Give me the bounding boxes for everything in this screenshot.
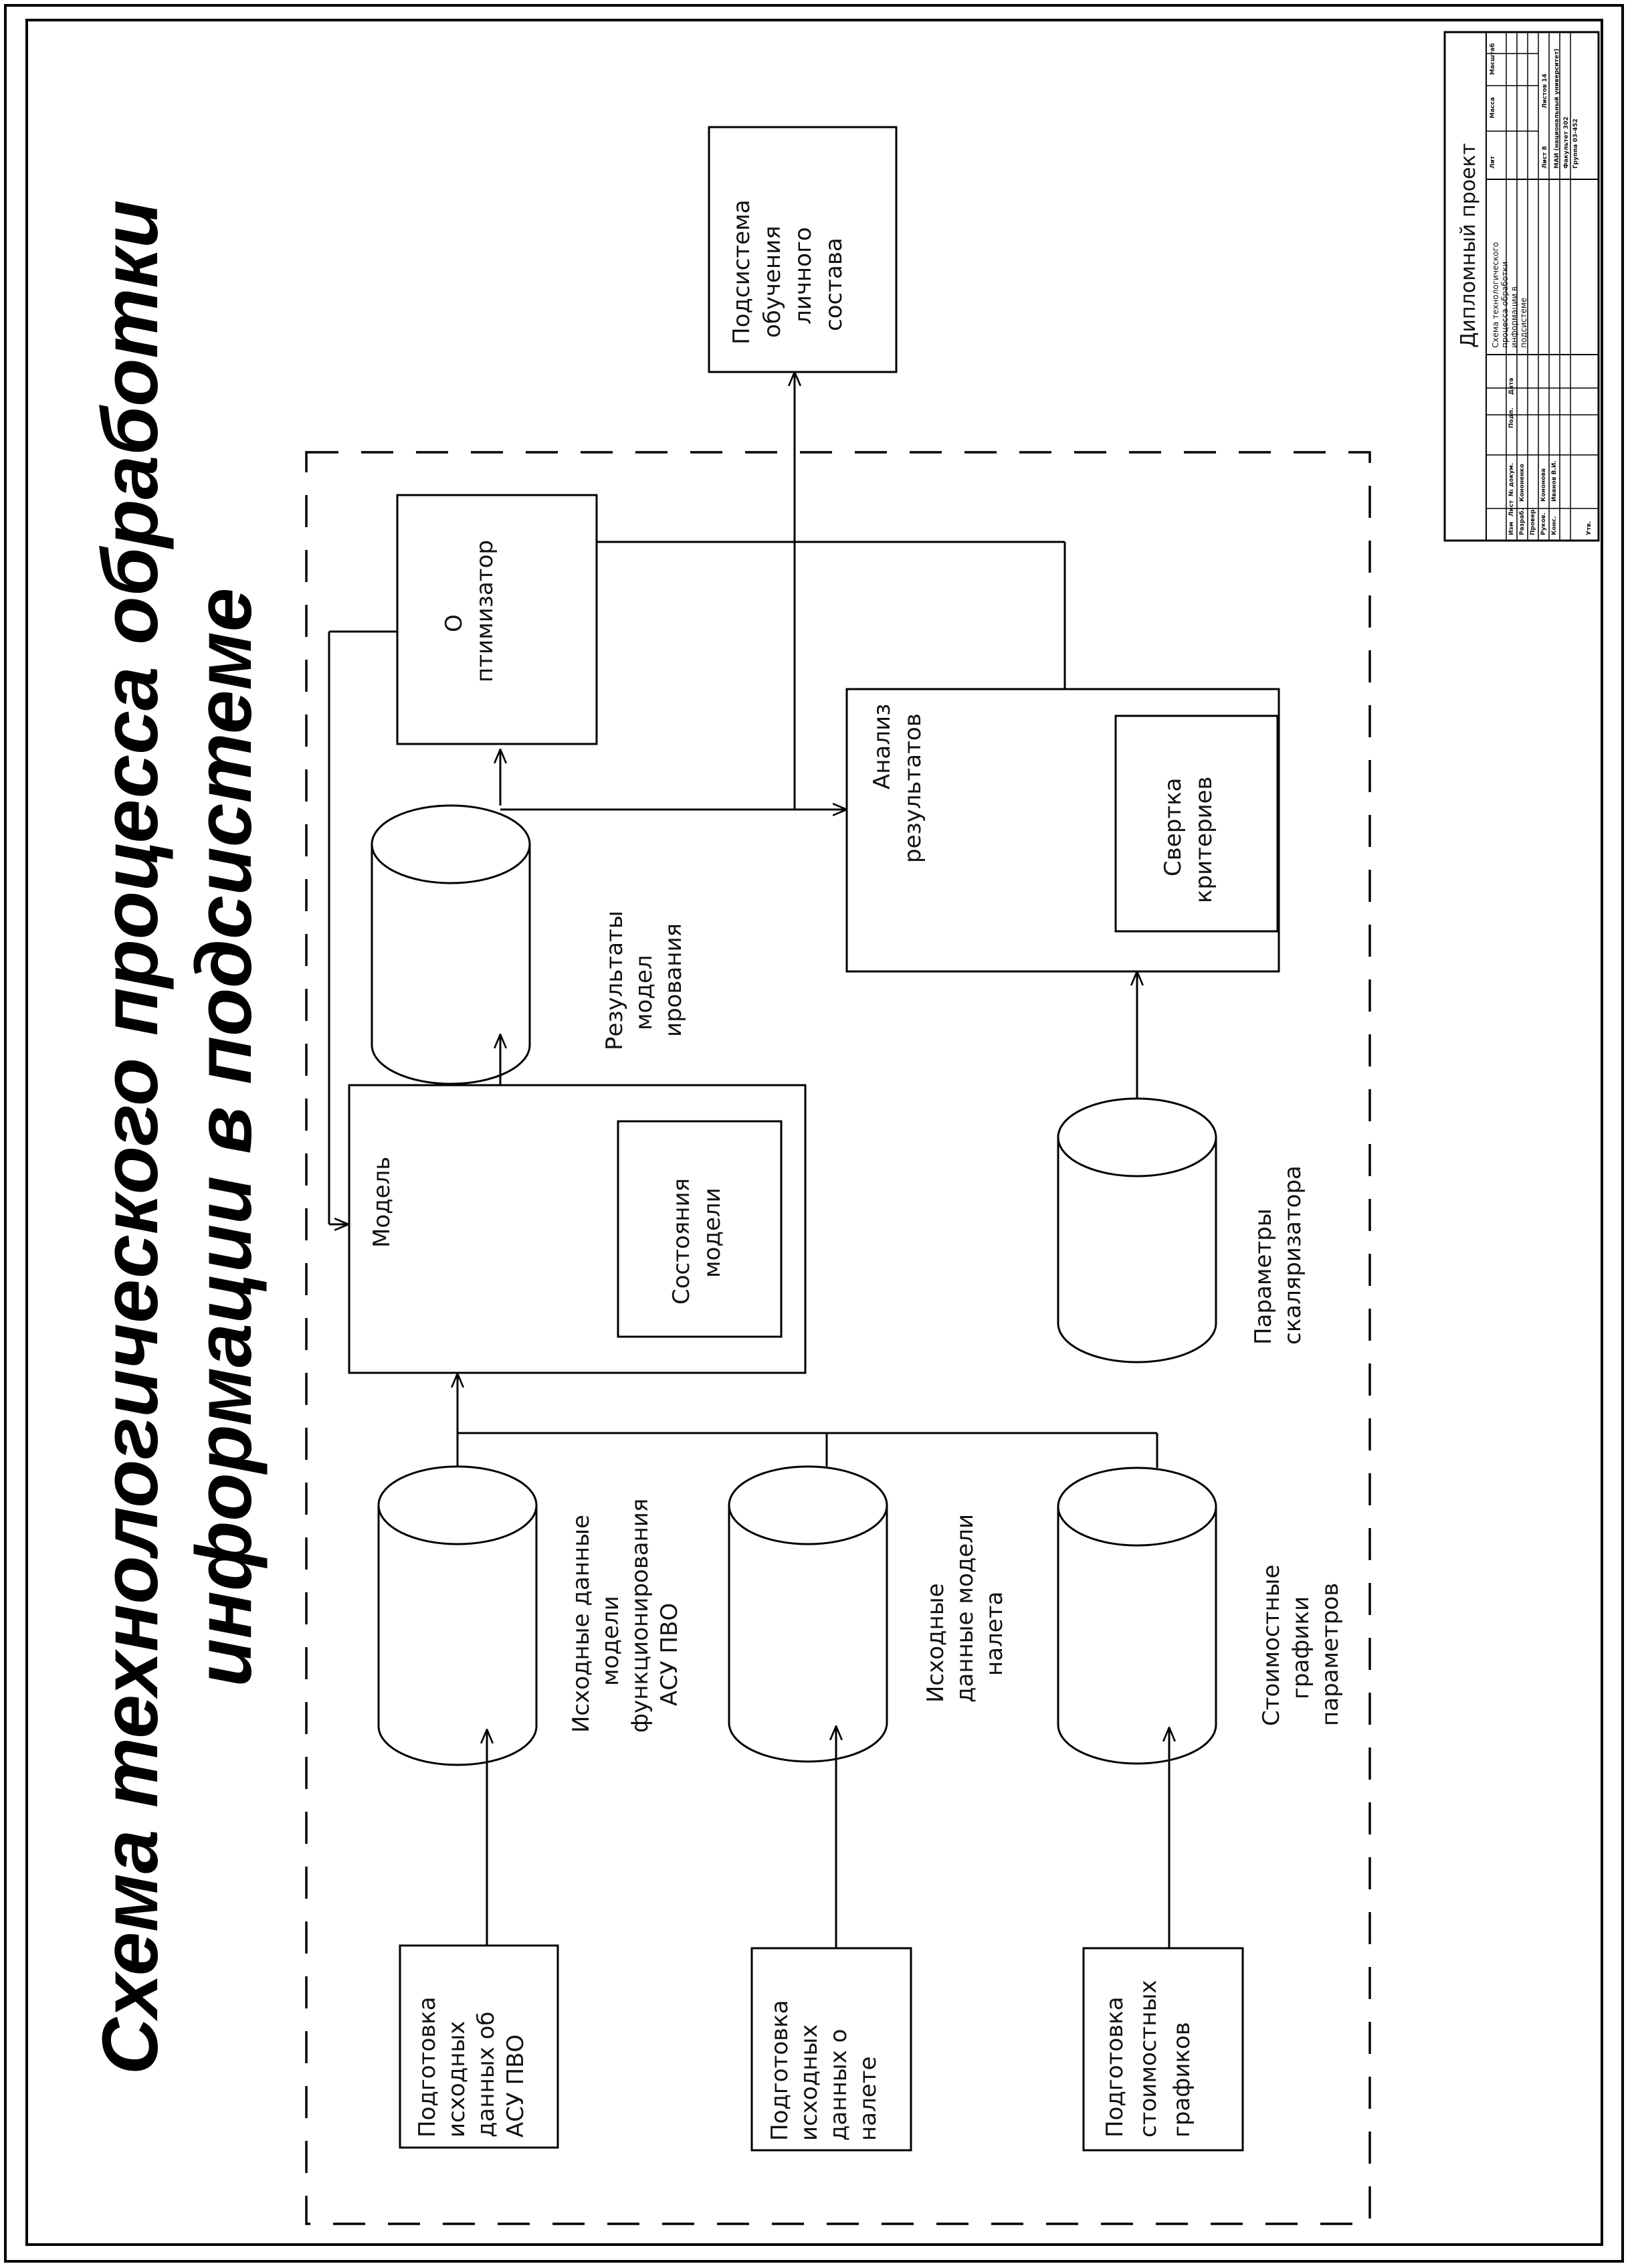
db-cost-line-1: Стоимостные [1258,1565,1285,1726]
title-line-2: информации в подсистеме [180,588,268,1687]
box-training: Подсистема обучения личного состава [708,126,898,373]
db-cost-line-2: графики [1288,1596,1314,1699]
stamp-doc-title-2: процесса обработки [1500,262,1510,348]
optimizer-line-1: О [441,614,468,632]
optimizer-line-2: птимизатор [472,540,498,682]
db-results-line-3: ирования [660,923,687,1037]
training-line-1: Подсистема [728,199,755,345]
title-line-1: Схема технологического процесса обработк… [86,200,175,2075]
training-line-4: состава [821,238,847,331]
box-model-states [617,1120,783,1338]
box-prep-asu: Подготовка исходных данных об АСУ ПВО [399,1944,559,2149]
stamp-row-izm: Изм [1508,522,1515,535]
prep-asu-line-1: Подготовка [414,1996,441,2138]
db-scalar-line-2: скаляризатора [1280,1165,1306,1345]
prep-asu-line-2: исходных [443,2021,470,2138]
stamp-sheet: Лист 8 [1542,146,1548,169]
stamp-row-prov: Провер. [1530,507,1536,535]
db-asu-line-4: АСУ ПВО [656,1603,683,1706]
stamp-row-kons-name: Иванов В.И. [1551,460,1558,502]
stamp-col-scale: Масштаб [1489,43,1496,76]
model-states-line-2: модели [699,1188,726,1278]
criteria-line-2: критериев [1191,776,1217,903]
db-results-label: Результаты модел ирования [601,911,687,1050]
box-prep-cost: Подготовка стоимостных графиков [1082,1947,1244,2152]
model-title: Модель [369,1157,395,1248]
box-prep-nalet: Подготовка исходных данных о налете [750,1947,912,2152]
sheet-outer-frame [4,4,1624,2263]
model-states-line-1: Состояния [668,1178,695,1305]
db-results-line-1: Результаты [601,911,628,1050]
stamp-row-utv: Утв. [1586,521,1593,535]
db-asu-line-3: функционирования [627,1499,653,1733]
stamp-col-mass: Масса [1490,97,1496,118]
db-cost-cylinder [1057,1467,1217,1765]
stamp-row-ndoc: № докум. [1508,463,1515,496]
db-results-line-2: модел [631,955,657,1030]
db-asu-cylinder [377,1465,538,1766]
prep-asu-line-4: АСУ ПВО [502,2035,529,2138]
training-line-2: обучения [759,225,786,338]
analysis-line-1: Анализ [869,704,896,789]
db-scalar-label: Параметры скаляризатора [1250,1165,1306,1345]
stamp-doc-title-3: информации в [1510,286,1519,348]
prep-cost-line-2: стоимостных [1135,1980,1162,2138]
analysis-line-2: результатов [900,713,926,863]
subsystem-boundary [305,451,1371,2225]
box-optimizer: О птимизатор [396,494,598,745]
box-analysis: Анализ результатов Свертка критериев [845,688,1280,973]
stamp-row-razrab: Разраб. [1518,508,1526,535]
criteria-line-1: Свертка [1160,778,1187,876]
db-nalet-line-3: налета [981,1592,1008,1676]
stamp-row-list: Лист [1508,500,1515,516]
stamp-row-date: Дата [1508,378,1515,395]
db-nalet-line-1: Исходные [922,1583,949,1703]
prep-nalet-line-4: налете [855,2057,882,2141]
db-cost-line-3: параметров [1317,1583,1344,1726]
db-asu-label: Исходные данные модели функционирования … [568,1499,683,1733]
db-scalar-line-1: Параметры [1250,1208,1277,1345]
stamp-row-razrab-name: Кононенко [1519,464,1526,502]
db-nalet-cylinder [728,1465,888,1763]
prep-cost-line-1: Подготовка [1102,1996,1128,2138]
prep-cost-line-3: графиков [1168,2022,1195,2138]
prep-nalet-line-3: данных о [825,2029,852,2141]
training-line-3: личного [790,227,817,324]
box-model: Модель Состояния модели [348,1084,807,1374]
db-scalar-cylinder [1057,1097,1217,1363]
prep-nalet-line-1: Подготовка [767,2000,793,2141]
db-results-cylinder [371,804,531,1085]
sheet-inner-frame [25,19,1603,2246]
stamp-block: Дипломный проект Схема технологического … [1443,31,1600,542]
stamp-org-3: Группа 03-452 [1572,118,1579,169]
db-asu-line-1: Исходные данные [568,1515,595,1733]
prep-nalet-line-2: исходных [796,2024,823,2141]
stamp-row-ruk-name: Кононова [1540,468,1547,502]
stamp-col-lit: Лит [1490,155,1496,169]
stamp-row-ruk: Руков. [1540,512,1547,535]
box-criteria [1114,715,1279,933]
diagram-title: Схема технологического процесса обработк… [86,200,268,2075]
stamp-row-podp: Подп. [1508,407,1515,428]
prep-asu-line-3: данных об [473,2012,500,2138]
db-asu-line-2: модели [597,1596,624,1686]
stamp-sheets: Листов 14 [1542,74,1548,108]
db-cost-label: Стоимостные графики параметров [1258,1565,1344,1726]
stamp-org-1: МАИ (национальный университет) [1554,49,1560,169]
stamp-doc-title-4: подсистеме [1519,298,1528,348]
stamp-doc-title-1: Схема технологического [1491,242,1500,348]
stamp-project: Дипломный проект [1457,143,1480,348]
stamp-row-kons: Конс. [1551,516,1558,535]
stamp-org-2: Факультет 302 [1563,116,1570,169]
db-nalet-label: Исходные данные модели налета [922,1514,1008,1703]
db-nalet-line-2: данные модели [952,1514,979,1703]
